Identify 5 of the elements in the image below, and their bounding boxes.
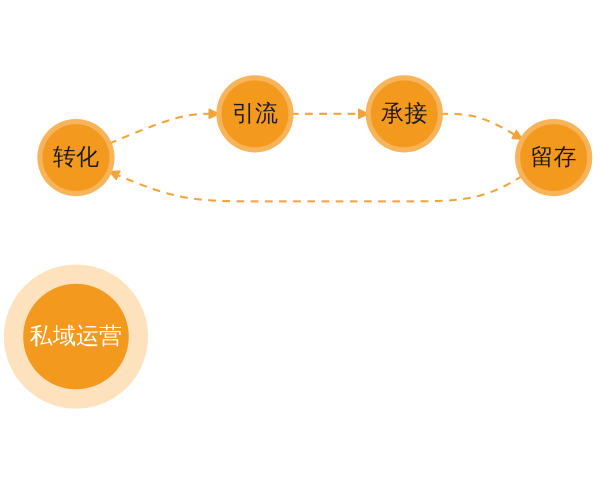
- node-circle: [4, 264, 148, 409]
- node-circle: [216, 75, 294, 152]
- node-circle: [366, 75, 443, 152]
- node-circle: [515, 118, 592, 196]
- node-circle: [37, 118, 115, 196]
